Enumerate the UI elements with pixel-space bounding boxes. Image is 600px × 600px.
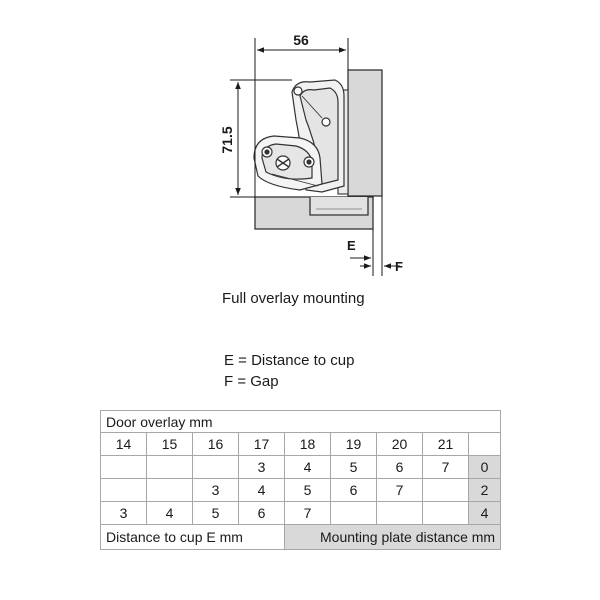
dimension-71-5-label: 71.5 [219, 126, 235, 153]
column-header: 14 [100, 432, 147, 456]
table-cell [100, 455, 147, 479]
table-cell [376, 501, 423, 525]
table-cell: 4 [284, 455, 331, 479]
table-cell: 6 [238, 501, 285, 525]
plate-distance-cell: 4 [467, 501, 502, 525]
table-cell: 3 [238, 455, 285, 479]
hinge-cup [309, 197, 369, 216]
table-cell: 5 [330, 455, 377, 479]
footer-distance-to-cup: Distance to cup E mm [100, 524, 285, 550]
table-row: 3 4 5 6 7 4 [100, 501, 502, 525]
footer-mounting-plate: Mounting plate distance mm [283, 524, 502, 550]
table-cell: 7 [422, 455, 469, 479]
table-cell: 4 [146, 501, 193, 525]
legend-e: E = Distance to cup [224, 352, 355, 369]
overlay-table: Door overlay mm 14 15 16 17 18 19 20 21 … [99, 410, 502, 550]
plate-distance-cell: 0 [467, 455, 502, 479]
table-cell: 7 [284, 501, 331, 525]
table-cell [330, 501, 377, 525]
table-cell [146, 455, 193, 479]
table-cell: 6 [376, 455, 423, 479]
dimension-f-label: F [395, 259, 403, 274]
column-header: 19 [330, 432, 377, 456]
table-cell: 5 [284, 478, 331, 502]
table-header-row: 14 15 16 17 18 19 20 21 [100, 432, 502, 456]
column-header: 18 [284, 432, 331, 456]
dimension-56-label: 56 [293, 32, 309, 48]
table-cell: 3 [192, 478, 239, 502]
table-row: 3 4 5 6 7 0 [100, 455, 502, 479]
table-cell [146, 478, 193, 502]
table-row: 3 4 5 6 7 2 [100, 478, 502, 502]
plate-distance-cell: 2 [467, 478, 502, 502]
column-header: 20 [376, 432, 423, 456]
table-cell [192, 455, 239, 479]
legend-f: F = Gap [224, 373, 279, 390]
table-cell [100, 478, 147, 502]
table-cell [422, 478, 469, 502]
table-cell: 4 [238, 478, 285, 502]
table-cell: 5 [192, 501, 239, 525]
diagram-caption: Full overlay mounting [222, 290, 365, 307]
column-header: 15 [146, 432, 193, 456]
table-title: Door overlay mm [99, 410, 502, 433]
column-header-empty [467, 432, 502, 456]
column-header: 17 [238, 432, 285, 456]
table-cell: 3 [100, 501, 147, 525]
cabinet-side-panel [347, 69, 383, 197]
column-header: 21 [422, 432, 469, 456]
table-cell: 6 [330, 478, 377, 502]
table-footer-row: Distance to cup E mm Mounting plate dist… [100, 524, 502, 550]
table-cell [422, 501, 469, 525]
dimension-e-label: E [347, 238, 356, 253]
hinge-linkage [253, 135, 323, 191]
column-header: 16 [192, 432, 239, 456]
hinge-technical-drawing: 56 71.5 E F [219, 32, 403, 276]
table-cell: 7 [376, 478, 423, 502]
